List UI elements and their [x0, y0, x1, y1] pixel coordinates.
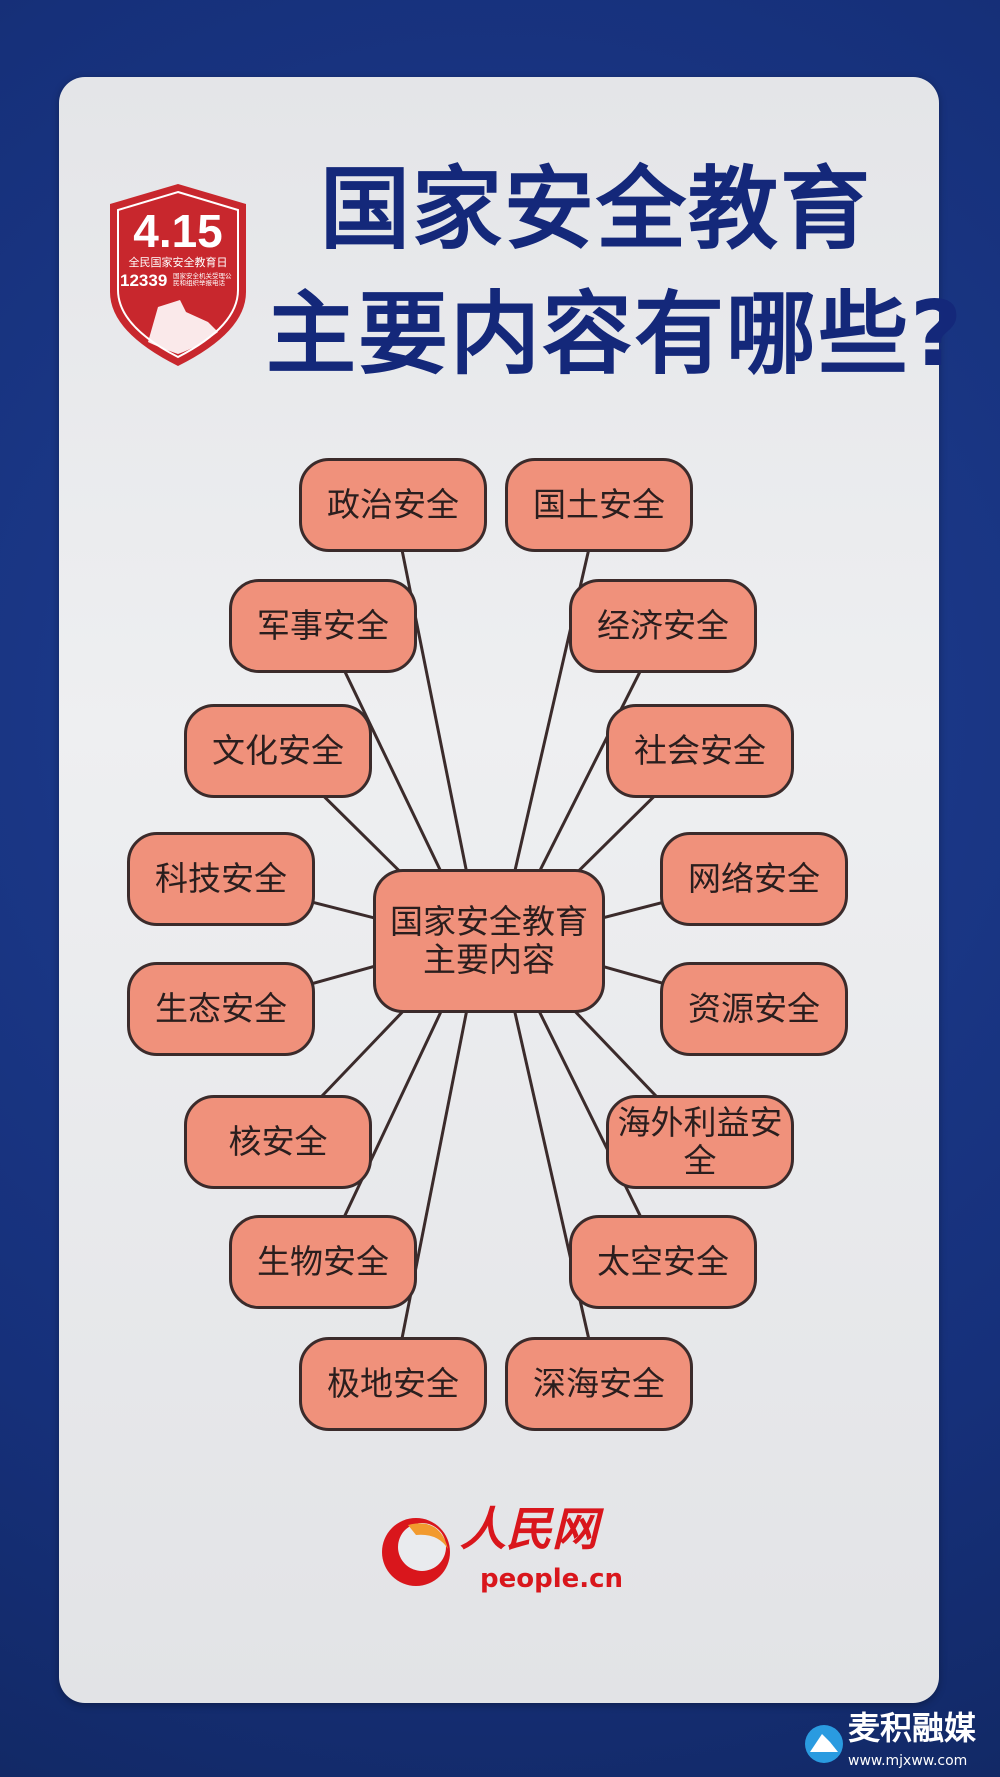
topic-node: 海外利益安全: [606, 1095, 794, 1189]
topic-node: 核安全: [184, 1095, 372, 1189]
topic-node: 深海安全: [505, 1337, 693, 1431]
watermark-mountain-icon: [805, 1725, 843, 1763]
title-line-2: 主要内容有哪些?: [266, 282, 965, 387]
badge-415-shield: 4.15 全民国家安全教育日 12339: [110, 184, 246, 366]
badge-hotline-note: 国家安全机关受理公民和组织举报电话: [173, 272, 232, 287]
badge-hotline: 12339: [120, 271, 167, 290]
topic-node: 网络安全: [660, 832, 848, 926]
watermark-text-en: www.mjxww.com: [848, 1753, 968, 1769]
topic-node: 资源安全: [660, 962, 848, 1056]
connector-line: [391, 504, 474, 898]
center-node: 国家安全教育主要内容: [373, 869, 605, 1013]
connector-line: [518, 972, 665, 1263]
connector-line: [321, 972, 461, 1263]
title-line-1: 国家安全教育: [320, 157, 872, 262]
topic-node: 生态安全: [127, 962, 315, 1056]
topic-node: 国土安全: [505, 458, 693, 552]
topic-node: 军事安全: [229, 579, 417, 673]
topic-node: 政治安全: [299, 458, 487, 552]
topic-node: 经济安全: [569, 579, 757, 673]
badge-date: 4.15: [133, 205, 223, 257]
topic-node: 社会安全: [606, 704, 794, 798]
connector-line: [518, 625, 665, 911]
topic-node: 科技安全: [127, 832, 315, 926]
topic-node: 极地安全: [299, 1337, 487, 1431]
topic-node: 生物安全: [229, 1215, 417, 1309]
topic-node: 文化安全: [184, 704, 372, 798]
topic-node: 太空安全: [569, 1215, 757, 1309]
people-cn-logo-icon: [382, 1518, 450, 1586]
watermark-text-cn: 麦积融媒: [848, 1709, 977, 1747]
connector-line: [507, 984, 601, 1385]
badge-name: 全民国家安全教育日: [129, 255, 228, 269]
connector-line: [321, 625, 461, 911]
logo-text-en: people.cn: [480, 1564, 624, 1594]
connector-line: [507, 504, 601, 898]
logo-text-cn: 人民网: [460, 1502, 598, 1556]
connector-line: [391, 985, 474, 1385]
